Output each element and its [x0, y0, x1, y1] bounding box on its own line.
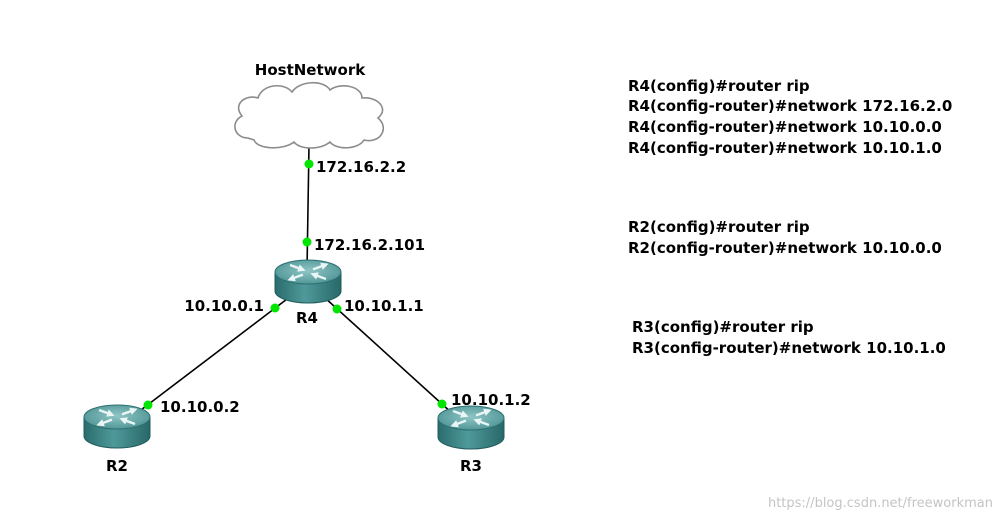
- watermark: https://blog.csdn.net/freeworkman: [768, 496, 993, 511]
- config-line: R4(config-router)#network 10.10.1.0: [628, 139, 942, 157]
- ip-label-r4-r2: 10.10.0.1: [184, 297, 264, 315]
- ip-label-host: 172.16.2.2: [316, 158, 406, 176]
- ip-label-r2: 10.10.0.2: [160, 398, 240, 416]
- ip-label-r4-host: 172.16.2.101: [314, 236, 425, 254]
- host-network-node[interactable]: HostNetwork: [234, 61, 384, 149]
- config-line: R4(config)#router rip: [628, 77, 810, 95]
- config-r4: R4(config)#router rip R4(config-router)#…: [628, 77, 952, 157]
- router-r4[interactable]: R4: [275, 260, 341, 327]
- port-dot-r4-host: [302, 237, 312, 247]
- link-r4-r2: [132, 295, 292, 417]
- config-line: R4(config-router)#network 172.16.2.0: [628, 97, 952, 115]
- config-line: R2(config)#router rip: [628, 218, 810, 236]
- router-label: R3: [460, 457, 482, 475]
- config-r3: R3(config)#router rip R3(config-router)#…: [632, 318, 946, 357]
- cloud-icon: [234, 81, 384, 149]
- router-icon: [438, 406, 504, 449]
- router-icon: [84, 405, 150, 448]
- port-dot-r4-r3: [332, 304, 342, 314]
- ip-label-r4-r3: 10.10.1.1: [344, 297, 424, 315]
- router-label: R2: [106, 457, 128, 475]
- config-line: R3(config)#router rip: [632, 318, 814, 336]
- cloud-label: HostNetwork: [255, 61, 366, 79]
- router-r2[interactable]: R2: [84, 405, 150, 475]
- config-line: R4(config-router)#network 10.10.0.0: [628, 118, 942, 136]
- link-r4-r3: [323, 296, 454, 415]
- port-dot-r4-r2: [270, 303, 280, 313]
- router-label: R4: [296, 309, 318, 327]
- router-icon: [275, 260, 341, 303]
- port-dot-r3: [437, 399, 447, 409]
- router-r3[interactable]: R3: [438, 406, 504, 475]
- config-line: R2(config-router)#network 10.10.0.0: [628, 239, 942, 257]
- config-line: R3(config-router)#network 10.10.1.0: [632, 339, 946, 357]
- port-dot-r2: [143, 400, 153, 410]
- ip-label-r3: 10.10.1.2: [451, 391, 531, 409]
- config-r2: R2(config)#router rip R2(config-router)#…: [628, 218, 942, 257]
- port-dot-host: [304, 159, 314, 169]
